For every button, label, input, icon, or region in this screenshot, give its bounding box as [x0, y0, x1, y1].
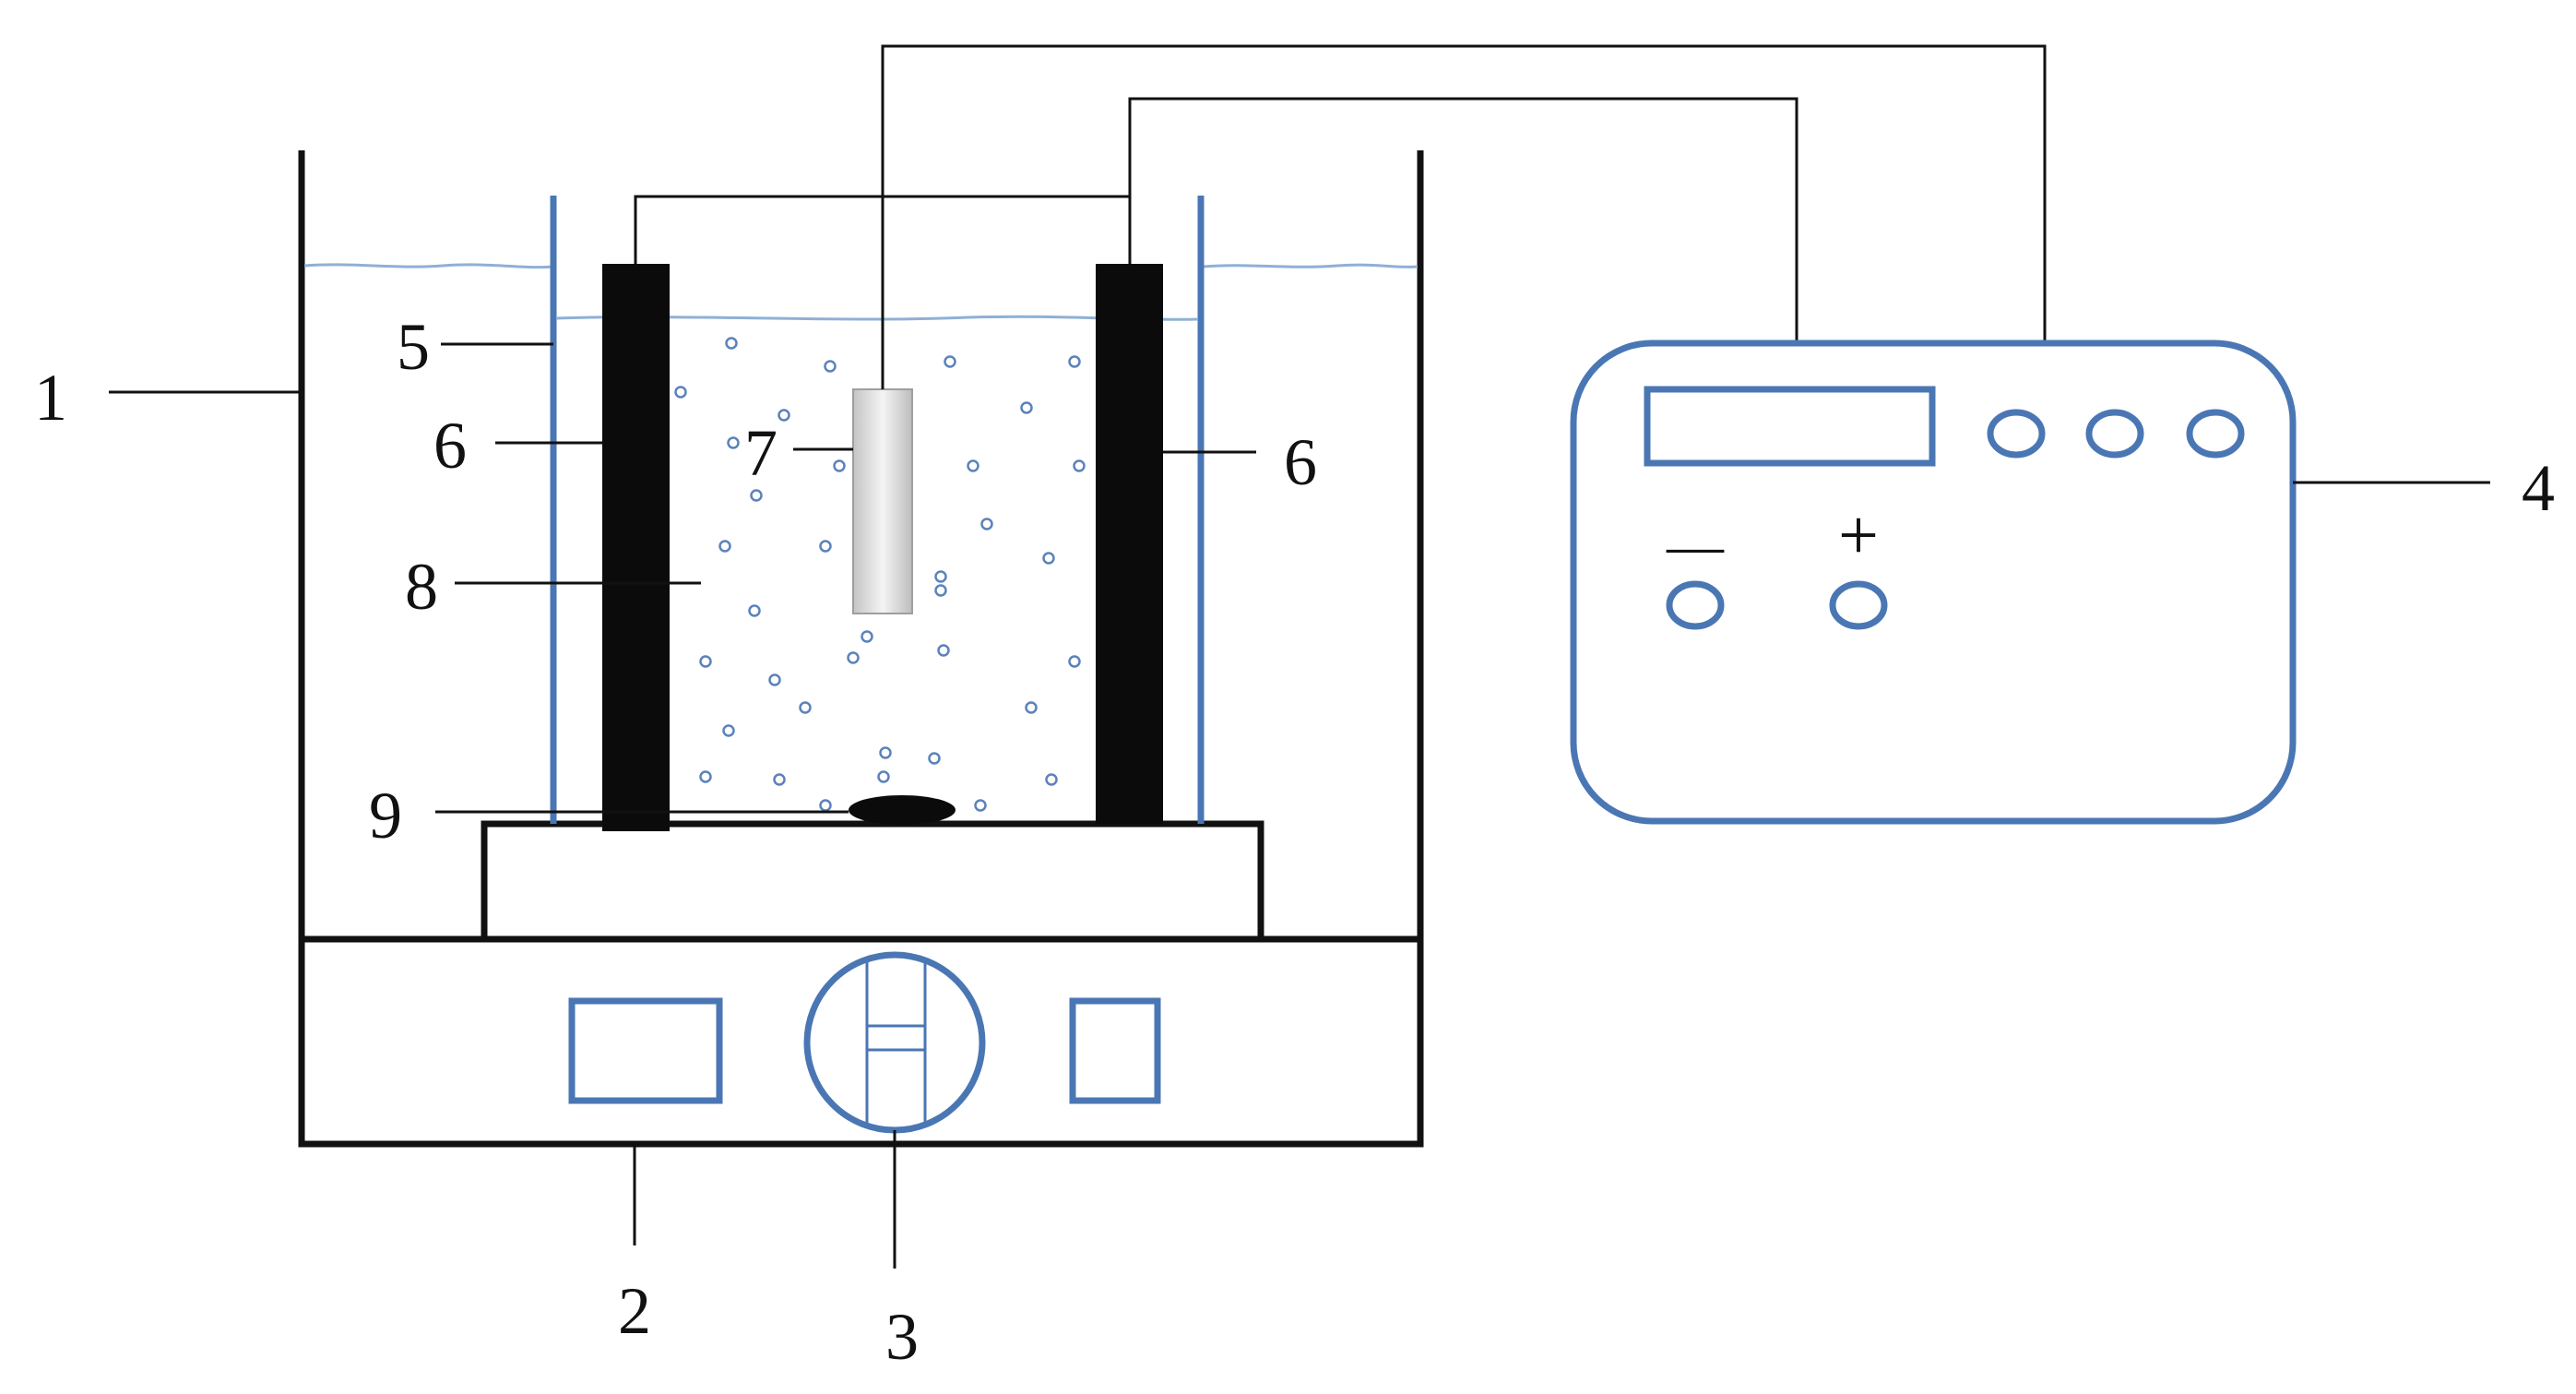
bubble: [1073, 459, 1086, 472]
label-9: 9: [369, 779, 402, 852]
label-6-left: 6: [433, 409, 467, 483]
bubble: [819, 799, 832, 812]
outer-bath-walls: [298, 150, 1424, 1148]
negative-terminal: [1666, 580, 1725, 630]
label-8: 8: [405, 550, 438, 624]
bubble: [847, 651, 860, 664]
bubble: [980, 518, 993, 530]
label-1: 1: [34, 361, 67, 435]
bubble: [928, 752, 941, 765]
bubble: [799, 701, 812, 714]
bubble: [699, 770, 712, 783]
bubble: [879, 746, 892, 759]
power-supply-body: [1570, 340, 2297, 825]
beaker-platform: [481, 820, 1264, 943]
bubble: [725, 337, 738, 350]
bubble: [748, 604, 761, 617]
number-labels: 1 2 3 4 5 6 6 7 8 9: [34, 310, 2555, 1374]
plus-sign: +: [1838, 494, 1879, 575]
bubble: [1025, 701, 1038, 714]
bubble: [861, 630, 873, 643]
bubble: [1068, 355, 1081, 368]
bubble: [1042, 552, 1055, 565]
bubble: [718, 540, 731, 553]
sample-specimen: [852, 388, 913, 614]
leader-lines: [109, 342, 2490, 1269]
bubble: [674, 386, 687, 399]
bubble: [944, 355, 956, 368]
bubble: [773, 773, 786, 786]
power-supply-display: [1644, 386, 1936, 467]
magnetic-stirrer: [298, 935, 1424, 1148]
positive-terminal: [1829, 580, 1888, 630]
label-4: 4: [2522, 451, 2555, 525]
outer-water-surface-left: [303, 263, 554, 269]
bubble: [824, 360, 837, 373]
bubble: [1068, 655, 1081, 668]
right-electrode: [1096, 264, 1163, 824]
bubble: [699, 655, 712, 668]
stirrer-left-display: [568, 997, 723, 1104]
power-supply-knob-1: [1987, 409, 2046, 459]
stirrer-right-button: [1069, 997, 1161, 1104]
bubble: [833, 459, 846, 472]
label-7: 7: [744, 416, 778, 490]
wires: [634, 44, 2047, 389]
bubble: [934, 584, 947, 597]
bubble: [1020, 401, 1033, 414]
wire-sample-to-supply: [881, 44, 2047, 389]
dc-power-supply: — +: [1570, 340, 2297, 825]
stir-bar: [849, 795, 956, 825]
stirrer-body: [298, 935, 1424, 1148]
bubble: [974, 799, 987, 812]
left-electrode: [602, 264, 670, 831]
electrolyte-bubbles: [674, 337, 1086, 812]
label-2: 2: [618, 1274, 651, 1348]
stirrer-knob: [803, 951, 986, 1134]
bubble: [727, 436, 740, 449]
power-supply-knob-3: [2186, 409, 2245, 459]
bubble: [768, 673, 781, 686]
bubble: [819, 540, 832, 553]
bubble: [877, 770, 890, 783]
bubble: [1045, 773, 1058, 786]
outer-water-surface-right: [1203, 263, 1419, 268]
bubble: [967, 459, 979, 472]
bubble: [778, 409, 790, 422]
label-3: 3: [885, 1300, 919, 1374]
minus-sign: —: [1666, 515, 1725, 578]
outer-bath: [298, 150, 1424, 1148]
power-supply-knob-2: [2085, 409, 2144, 459]
wire-electrodes-to-supply: [1128, 97, 1798, 343]
label-5: 5: [397, 310, 430, 384]
bubble: [937, 644, 950, 657]
bubble: [934, 570, 947, 583]
bubble: [750, 489, 763, 502]
label-6-right: 6: [1284, 425, 1317, 499]
bubble: [722, 724, 735, 737]
